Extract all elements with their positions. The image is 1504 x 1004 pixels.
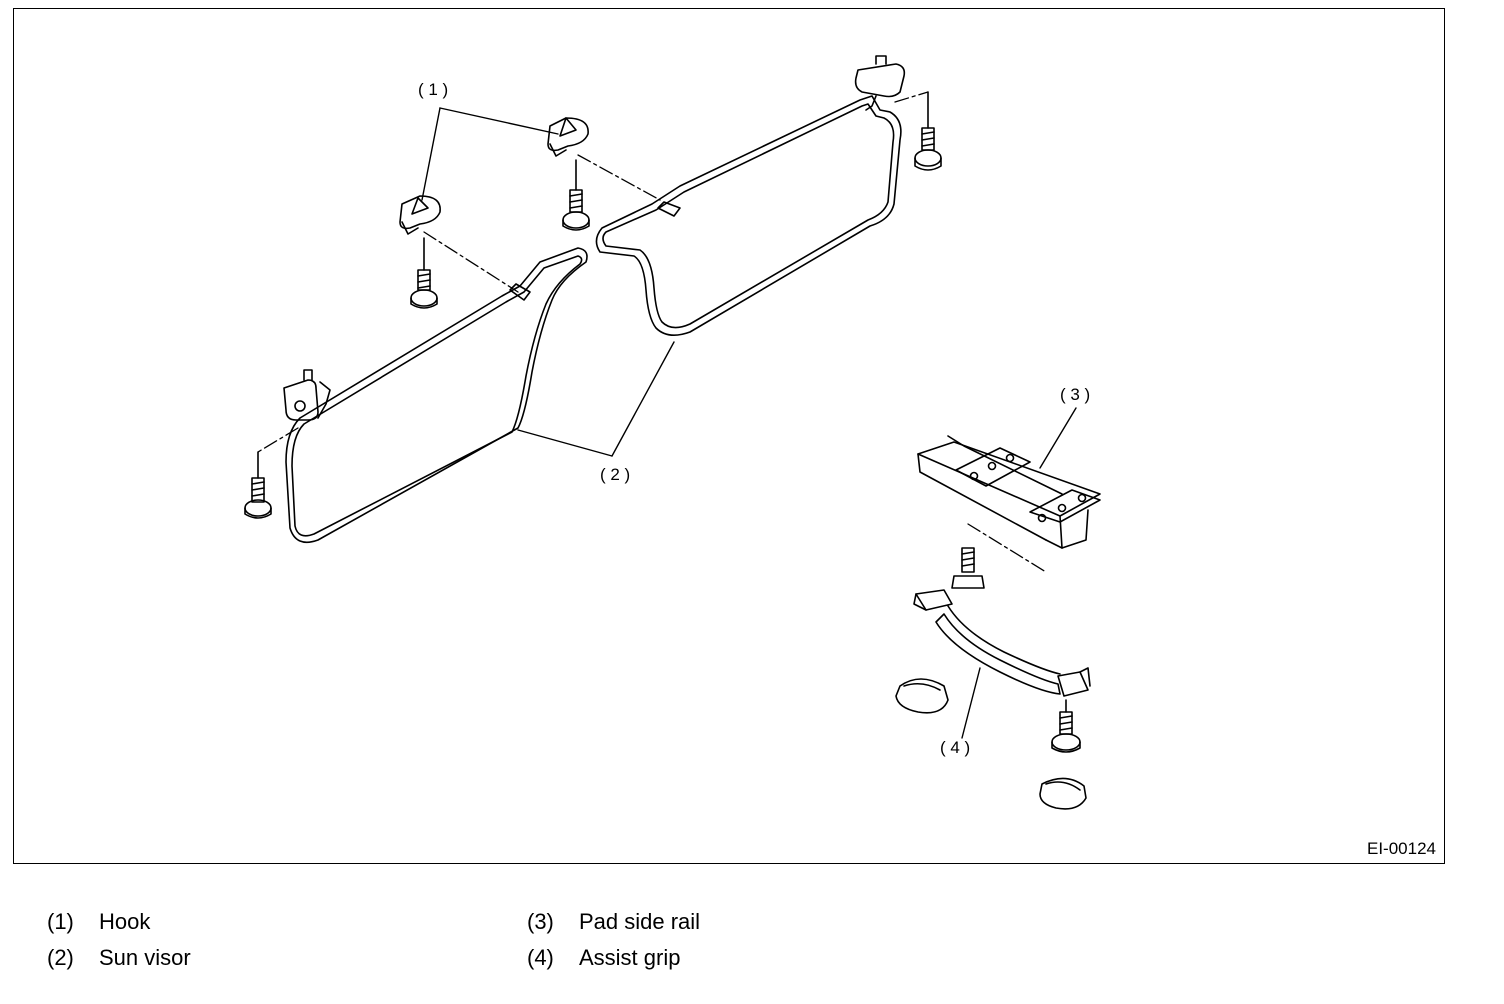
legend-number: (3) (527, 909, 554, 934)
legend-label: Assist grip (579, 945, 681, 970)
hook-right (547, 117, 589, 157)
callout-1: ( 1 ) (418, 80, 448, 99)
screw-grip (1051, 699, 1081, 753)
leader-lines (421, 107, 1077, 739)
callout-4: ( 4 ) (940, 738, 970, 757)
assist-grip (913, 589, 1091, 697)
legend-item-hook: (1) Hook (47, 904, 191, 940)
figure-id: EI-00124 (1367, 839, 1436, 858)
screw-visor-left (244, 451, 272, 519)
callout-2: ( 2 ) (600, 465, 630, 484)
legend-item-assist-grip: (4) Assist grip (527, 940, 700, 976)
alignment-lines (257, 91, 1047, 573)
right-sun-visor (595, 55, 906, 336)
left-sun-visor (283, 247, 588, 544)
legend-label: Hook (99, 909, 151, 934)
screw-rail (951, 547, 985, 589)
hook-left (399, 195, 441, 235)
grip-cap-left (895, 678, 949, 714)
screw-hook-right (562, 159, 590, 231)
legend-item-pad-side-rail: (3) Pad side rail (527, 904, 700, 940)
legend-label: Pad side rail (579, 909, 701, 934)
legend-number: (1) (47, 909, 74, 934)
legend-number: (4) (527, 945, 554, 970)
pad-side-rail (917, 435, 1101, 549)
legend-left-column: (1) Hook (2) Sun visor (47, 904, 191, 976)
screw-visor-right (914, 91, 942, 171)
callout-3: ( 3 ) (1060, 385, 1090, 404)
screw-hook-left (410, 237, 438, 309)
legend-number: (2) (47, 945, 74, 970)
legend-item-sun-visor: (2) Sun visor (47, 940, 191, 976)
grip-cap-right (1039, 777, 1087, 810)
legend-right-column: (3) Pad side rail (4) Assist grip (527, 904, 700, 976)
legend-label: Sun visor (99, 945, 191, 970)
figure-frame: EI-00124 (13, 8, 1445, 864)
exploded-parts-drawing: ( 1 ) ( 2 ) ( 3 ) ( 4 ) (244, 55, 1101, 810)
